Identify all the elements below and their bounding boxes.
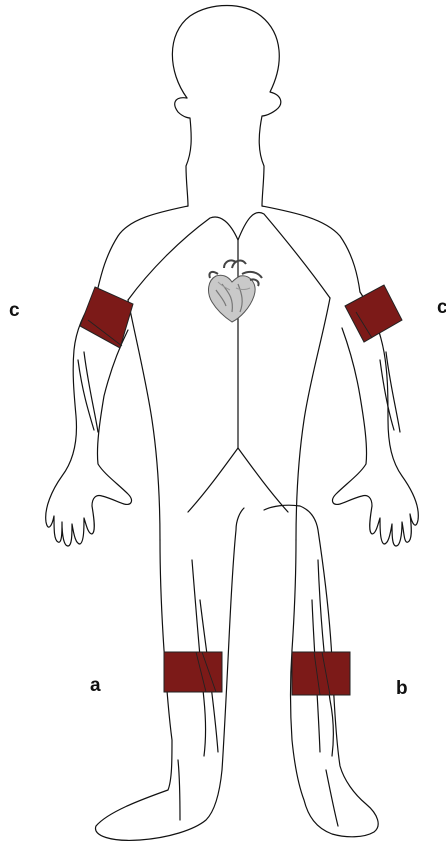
heart-icon (209, 260, 262, 322)
label-right-arm-cuff: c (9, 301, 20, 320)
cuffs (80, 285, 402, 695)
head-outline (172, 6, 280, 207)
groin-lines (188, 448, 288, 512)
left-arm-cuff (345, 285, 402, 342)
left-torso-side (296, 298, 330, 540)
right-arm-cuff (80, 287, 133, 348)
label-left-arm-cuff: c (437, 298, 446, 317)
right-torso-side (128, 300, 160, 540)
left-ear (175, 98, 191, 206)
right-leg-cuff (164, 652, 222, 692)
label-right-leg-cuff: a (90, 676, 101, 695)
left-leg-cuff (292, 652, 350, 695)
left-arm-lines (380, 352, 400, 432)
label-left-leg-cuff: b (396, 679, 408, 698)
right-arm-lines (78, 352, 98, 432)
